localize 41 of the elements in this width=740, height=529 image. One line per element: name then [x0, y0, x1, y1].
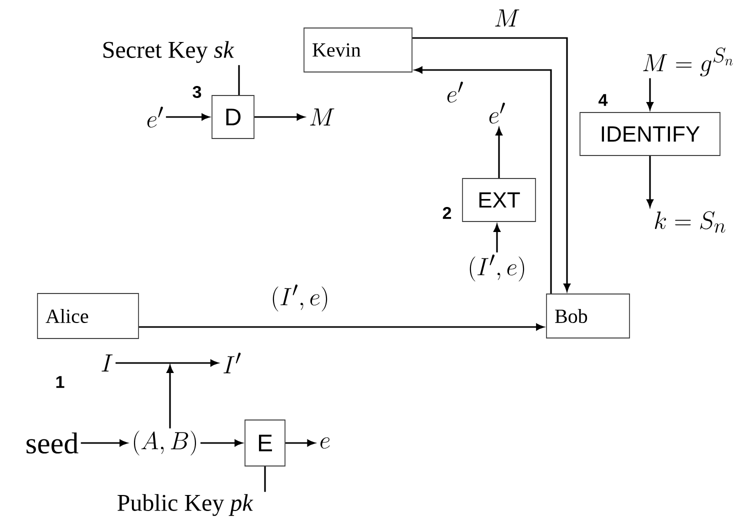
- party-box: Bob: [546, 294, 630, 338]
- math-label: $M$: [310, 108, 334, 126]
- arrow: [646, 78, 654, 110]
- party-box: Alice: [37, 293, 139, 339]
- arrow: [414, 66, 552, 294]
- math-label: $I$: [102, 354, 113, 372]
- process-box: IDENTIFY: [580, 112, 720, 156]
- arrow: [412, 37, 570, 292]
- arrow: [166, 365, 174, 428]
- text-label: Secret Key sk: [103, 41, 234, 63]
- arrow: [80, 440, 128, 446]
- process-box: EXT: [462, 178, 536, 222]
- step-number: 1: [56, 376, 64, 388]
- math-label: $e$: [320, 437, 330, 449]
- math-label: $e'$: [147, 106, 163, 128]
- math-label: $I'$: [224, 352, 241, 374]
- text-label: Public Key pk: [118, 494, 254, 516]
- leader-line: [238, 65, 240, 96]
- math-label: $e'$: [489, 102, 505, 124]
- leader-line: [264, 466, 266, 492]
- arrow: [496, 128, 502, 178]
- math-label: $(I',e)$: [470, 254, 524, 282]
- process-box: D: [212, 95, 254, 139]
- math-label: $(A,B)$: [134, 430, 196, 456]
- arrow: [285, 440, 315, 446]
- math-label: $M = g^{S_n}$: [643, 48, 733, 76]
- arrow: [254, 114, 304, 120]
- edge-label: $(I',e)$: [272, 284, 328, 312]
- process-box: E: [244, 420, 286, 466]
- arrow: [494, 224, 500, 252]
- text-label: seed: [26, 432, 78, 454]
- arrow: [200, 440, 242, 446]
- edge-label: $M$: [495, 10, 520, 26]
- party-box: Kevin: [304, 28, 412, 72]
- edge-label: $e'$: [447, 82, 463, 103]
- arrow: [138, 324, 544, 330]
- step-number: 3: [192, 86, 202, 98]
- arrow: [166, 114, 210, 120]
- arrow: [116, 360, 218, 366]
- arrow: [646, 156, 654, 207]
- math-label: $k = S_n$: [654, 211, 726, 233]
